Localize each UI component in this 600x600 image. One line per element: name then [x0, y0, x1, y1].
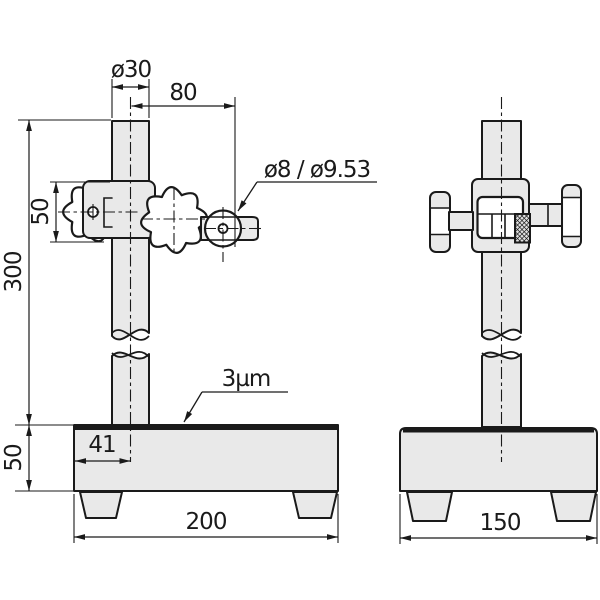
- dim-base-width: 200: [186, 509, 227, 535]
- note-flatness: 3µm: [222, 366, 271, 392]
- base-body-side: [399, 427, 598, 492]
- base-front: [73, 424, 339, 519]
- dim-base-depth: 150: [480, 510, 521, 536]
- base-foot-left: [79, 491, 123, 519]
- knob-side-right-band: [563, 198, 580, 236]
- stem-holder-details: [477, 213, 516, 238]
- dimensions-front: ø30 80 ø8 / ø9.53 50 300 50 41 200 3µm: [1, 57, 377, 543]
- knurled-thumb-hatch: [515, 214, 530, 243]
- base-foot-right-side: [550, 491, 597, 522]
- column-lower: [111, 351, 150, 426]
- side-view: 150: [399, 97, 598, 544]
- dim-base-thickness: 50: [1, 444, 27, 472]
- center-lines-front: [58, 97, 263, 462]
- dim-stem-mount: ø8 / ø9.53: [264, 157, 370, 183]
- front-view: ø30 80 ø8 / ø9.53 50 300 50 41 200 3µm: [1, 57, 377, 543]
- knob-side-left-lines: [429, 207, 451, 236]
- ext-base-thickness: [15, 424, 73, 492]
- ext-clamp-height: [50, 181, 110, 243]
- leader-stem-mount: [237, 181, 258, 212]
- knob-stem-right: [528, 203, 565, 227]
- dim-column-height: 300: [1, 251, 27, 292]
- dim-column-offset: 41: [88, 432, 115, 458]
- base-body: [73, 424, 339, 492]
- dim-reach: 80: [169, 80, 197, 106]
- dim-clamp-height: 50: [28, 198, 54, 226]
- knob-stem-left: [448, 211, 474, 231]
- column-break-curve-upper: [111, 329, 150, 341]
- leader-flatness: [183, 391, 203, 423]
- knob-side-right-lines: [561, 196, 582, 238]
- base-foot-right: [292, 491, 338, 519]
- base-foot-left-side: [406, 491, 453, 522]
- dim-column-diameter: ø30: [111, 57, 152, 83]
- base-side: [399, 427, 598, 522]
- knob-side-left-band: [431, 209, 449, 234]
- column-break-curve-upper-side: [481, 329, 522, 341]
- dimensions-side: 150: [399, 494, 598, 544]
- clamp-assembly-side: [429, 178, 582, 253]
- stem-lines-over-boss: [205, 216, 252, 241]
